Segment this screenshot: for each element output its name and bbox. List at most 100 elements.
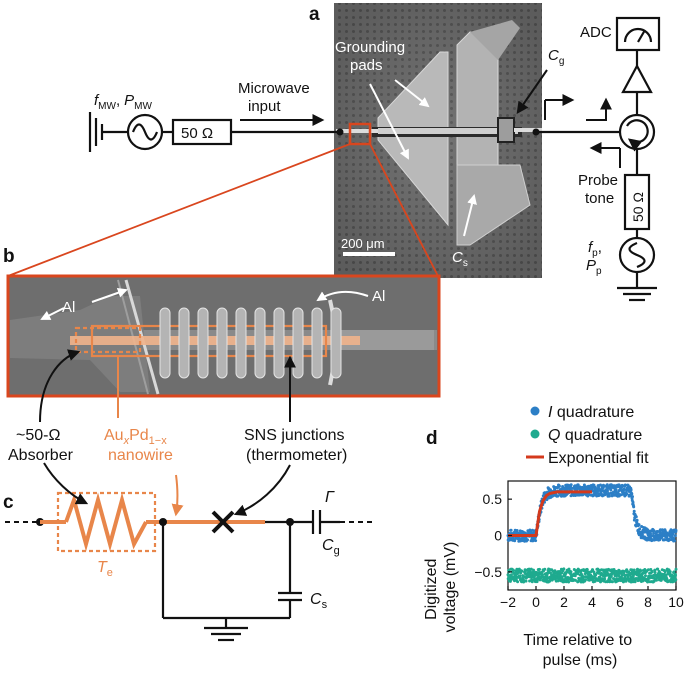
q-point xyxy=(516,580,520,584)
sns-fin xyxy=(159,307,171,379)
q-point xyxy=(584,578,588,582)
q-point xyxy=(639,569,643,573)
i-point xyxy=(630,492,634,496)
i-point xyxy=(652,531,656,535)
q-point xyxy=(567,580,571,584)
i-point xyxy=(509,528,513,532)
i-point xyxy=(606,489,609,493)
i-point xyxy=(631,495,634,499)
q-point xyxy=(538,578,542,582)
q-point xyxy=(562,567,566,571)
q-point xyxy=(650,570,654,573)
i-point xyxy=(609,488,613,492)
i-point xyxy=(629,488,633,492)
i-point xyxy=(652,529,656,533)
q-point xyxy=(532,568,535,572)
q-point xyxy=(646,568,650,572)
x-tick-label: 10 xyxy=(668,594,684,610)
i-point xyxy=(623,483,627,487)
i-point xyxy=(634,515,638,519)
panel-label-d: d xyxy=(426,428,438,449)
x-tick-label: 6 xyxy=(616,594,624,610)
q-point xyxy=(674,567,678,571)
i-point xyxy=(637,523,641,527)
chart-legend: I quadrature Q quadrature Exponential fi… xyxy=(526,404,649,467)
i-point xyxy=(663,529,667,533)
q-point xyxy=(620,573,624,577)
q-point xyxy=(633,580,637,584)
source-label: fMW,PMW xyxy=(94,92,152,112)
i-point xyxy=(673,539,677,543)
x-tick-label: 2 xyxy=(560,594,568,610)
i-point xyxy=(607,494,611,498)
i-point xyxy=(658,530,662,534)
x-axis-label: Time relative to pulse (ms) xyxy=(523,632,636,669)
q-point xyxy=(644,574,647,578)
sns-fin xyxy=(311,307,323,379)
i-point xyxy=(646,528,650,532)
y-tick-label: 0 xyxy=(494,528,502,544)
q-point xyxy=(634,577,638,580)
i-point xyxy=(673,534,677,538)
q-point xyxy=(641,571,645,575)
adc-label: ADC xyxy=(580,24,612,41)
sns-fin xyxy=(330,307,342,379)
q-point xyxy=(665,577,669,581)
absorber-resistor xyxy=(64,492,148,552)
y-tick-label: −0.5 xyxy=(474,564,502,580)
q-point xyxy=(576,572,580,576)
panel-label-c: c xyxy=(3,492,14,513)
x-tick-label: 0 xyxy=(532,594,540,610)
y-tick-label: 0.5 xyxy=(483,491,503,507)
i-point xyxy=(556,494,560,498)
q-point xyxy=(603,577,607,581)
q-point xyxy=(535,580,539,584)
q-point xyxy=(656,567,660,571)
readout-circuit xyxy=(532,16,661,302)
i-point xyxy=(672,536,676,540)
legend-label-i: I quadrature xyxy=(548,404,634,421)
resistor-right-label: 50 Ω xyxy=(630,192,646,222)
sem-image-chip xyxy=(334,3,542,278)
q-point xyxy=(530,580,534,584)
q-point xyxy=(543,567,547,571)
i-point xyxy=(640,533,644,537)
exponential-fit-line xyxy=(508,490,592,537)
q-point xyxy=(672,570,676,574)
q-point xyxy=(585,568,589,572)
q-point xyxy=(612,568,616,571)
q-point xyxy=(594,573,598,577)
q-point xyxy=(663,570,667,574)
i-point xyxy=(622,487,626,491)
cg-chip-label: Cg xyxy=(548,47,564,67)
q-point xyxy=(624,579,628,583)
y-axis-ticks: −0.5 0 0.5 xyxy=(474,491,512,580)
sns-junctions-label: SNS junctions (thermometer) xyxy=(244,427,349,464)
cs-circuit-label: Cs xyxy=(310,591,328,611)
legend-label-q: Q quadrature xyxy=(548,427,642,444)
q-point xyxy=(569,570,573,574)
i-point xyxy=(523,531,527,535)
sns-fin xyxy=(292,307,304,379)
q-point xyxy=(653,571,657,574)
scale-bar-label: 200 μm xyxy=(341,236,385,251)
nanowire-label: AuxPd1−x nanowire xyxy=(104,427,173,464)
cs-chip-label: Cs xyxy=(452,249,468,269)
gamma-label: Γ xyxy=(325,489,335,506)
q-point xyxy=(520,569,524,573)
x-tick-label: 8 xyxy=(644,594,652,610)
i-point xyxy=(638,527,642,531)
i-point xyxy=(557,484,561,488)
i-point xyxy=(625,492,629,496)
sns-fin xyxy=(273,307,285,379)
panel-label-a: a xyxy=(309,4,320,25)
q-point xyxy=(674,573,677,577)
q-point xyxy=(511,568,515,572)
q-point xyxy=(509,573,513,577)
i-point xyxy=(656,530,659,534)
q-point xyxy=(574,578,577,582)
i-point xyxy=(660,528,664,532)
sns-fin xyxy=(254,307,266,379)
